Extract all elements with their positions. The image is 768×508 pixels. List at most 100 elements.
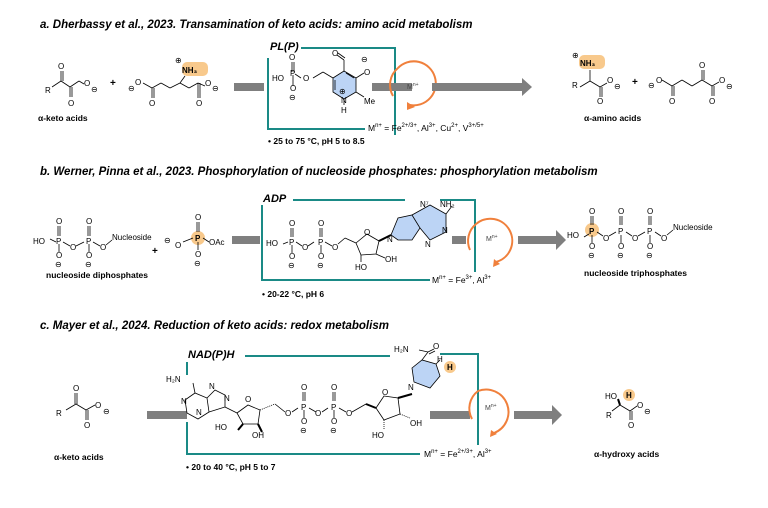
svg-text:HO: HO	[272, 74, 284, 83]
svg-text:O: O	[364, 228, 370, 237]
svg-text:O: O	[303, 74, 309, 83]
product-label-a: α-amino acids	[584, 113, 642, 123]
svg-text:OAc: OAc	[209, 238, 225, 247]
svg-text:O: O	[56, 217, 62, 226]
svg-text:P: P	[301, 403, 306, 412]
svg-text:O: O	[95, 401, 101, 410]
reactant-label-c: α-keto acids	[54, 452, 104, 462]
svg-text:⊖: ⊖	[614, 82, 621, 91]
panel-b-title: b. Werner, Pinna et al., 2023. Phosphory…	[40, 166, 598, 178]
svg-text:H₂N: H₂N	[394, 345, 409, 354]
svg-text:P: P	[195, 234, 201, 243]
svg-text:OH: OH	[410, 419, 422, 428]
svg-text:R: R	[56, 409, 62, 418]
svg-text:O: O	[301, 383, 307, 392]
svg-text:N: N	[209, 382, 215, 391]
product-label-c: α-hydroxy acids	[594, 449, 660, 459]
cofactor-label-nadph: NAD(P)H	[186, 349, 237, 361]
alpha-keto-acid-structure	[51, 71, 85, 97]
svg-text:HO: HO	[266, 239, 278, 248]
svg-text:⊖: ⊖	[103, 407, 110, 416]
svg-text:O: O	[86, 251, 92, 260]
svg-text:O: O	[382, 388, 388, 397]
svg-text:O: O	[175, 241, 181, 250]
svg-text:⊖: ⊖	[644, 407, 651, 416]
svg-text:O: O	[135, 78, 141, 87]
reaction-arrow-segment	[234, 83, 264, 91]
negative-charge-icon: ⊖	[91, 85, 98, 94]
svg-text:O: O	[289, 252, 295, 261]
svg-text:⊖: ⊖	[648, 81, 655, 90]
svg-text:HO: HO	[33, 237, 45, 246]
svg-text:P: P	[618, 227, 623, 236]
svg-text:N: N	[341, 96, 347, 105]
hydride-highlight: H	[447, 363, 453, 372]
panel-c-title: c. Mayer et al., 2024. Reduction of keto…	[40, 320, 389, 332]
svg-text:O: O	[719, 76, 725, 85]
plp-bracket	[267, 47, 396, 135]
svg-text:P: P	[589, 227, 595, 236]
svg-text:N: N	[181, 397, 187, 406]
metal-list-a: Mn+ = Fe2+/3+, Al3+, Cu2+, V3+/5+	[368, 123, 484, 133]
svg-text:O: O	[433, 342, 439, 351]
svg-text:O: O	[68, 99, 74, 108]
svg-text:O: O	[195, 250, 201, 259]
svg-text:N: N	[196, 408, 202, 417]
svg-text:NH₂: NH₂	[440, 200, 455, 209]
svg-text:O: O	[285, 409, 291, 418]
svg-text:R: R	[572, 81, 578, 90]
svg-text:O: O	[332, 49, 338, 58]
svg-text:HO: HO	[372, 431, 384, 440]
svg-text:⊖: ⊖	[617, 251, 624, 260]
svg-text:N⁷: N⁷	[420, 200, 429, 209]
svg-text:P: P	[647, 227, 652, 236]
svg-text:O: O	[315, 409, 321, 418]
svg-text:O: O	[289, 219, 295, 228]
svg-text:⊖: ⊖	[646, 251, 653, 260]
svg-text:N: N	[408, 383, 414, 392]
svg-text:O: O	[302, 243, 308, 252]
svg-text:O: O	[149, 99, 155, 108]
atom-R: R	[45, 86, 51, 95]
svg-text:OH: OH	[252, 431, 264, 440]
svg-text:⊖: ⊖	[128, 84, 135, 93]
svg-text:O: O	[205, 79, 211, 88]
pyridine-ring	[333, 71, 356, 99]
phosphorus-highlight	[191, 231, 205, 245]
svg-text:OH: OH	[385, 255, 397, 264]
svg-text:⊖: ⊖	[726, 82, 733, 91]
svg-text:⊖: ⊖	[300, 426, 307, 435]
svg-text:⊖: ⊖	[289, 93, 296, 102]
svg-text:Nucleoside: Nucleoside	[112, 233, 152, 242]
svg-text:O: O	[290, 84, 296, 93]
svg-text:Mn+: Mn+	[486, 234, 498, 243]
metal-catalytic-cycle	[389, 60, 437, 110]
svg-text:HO: HO	[215, 423, 227, 432]
nh3-group: NH₃	[182, 66, 198, 75]
svg-text:O: O	[346, 409, 352, 418]
svg-text:⊖: ⊖	[288, 261, 295, 270]
svg-text:⊖: ⊖	[55, 260, 62, 269]
svg-text:O: O	[637, 401, 643, 410]
nadph-bracket	[186, 353, 479, 455]
svg-text:H₂N: H₂N	[166, 375, 181, 384]
svg-text:O: O	[289, 53, 295, 62]
svg-text:O: O	[245, 395, 251, 404]
metal-list-c: Mn+ = Fe2+/3+, Al3+	[424, 449, 492, 459]
conditions-c: • 20 to 40 °C, pH 5 to 7	[186, 462, 276, 472]
plus-sign: +	[110, 78, 116, 89]
svg-text:HO: HO	[567, 231, 579, 240]
reactant-label-b: nucleoside diphosphates	[46, 270, 149, 280]
svg-text:P: P	[56, 237, 61, 246]
svg-text:O: O	[364, 68, 370, 77]
svg-text:P: P	[331, 403, 336, 412]
svg-text:O: O	[58, 62, 64, 71]
svg-text:Me: Me	[364, 97, 376, 106]
svg-text:H: H	[626, 391, 632, 400]
svg-text:O: O	[195, 213, 201, 222]
conditions-a: • 25 to 75 °C, pH 5 to 8.5	[268, 136, 365, 146]
svg-text:R: R	[606, 411, 612, 420]
svg-text:O: O	[618, 242, 624, 251]
